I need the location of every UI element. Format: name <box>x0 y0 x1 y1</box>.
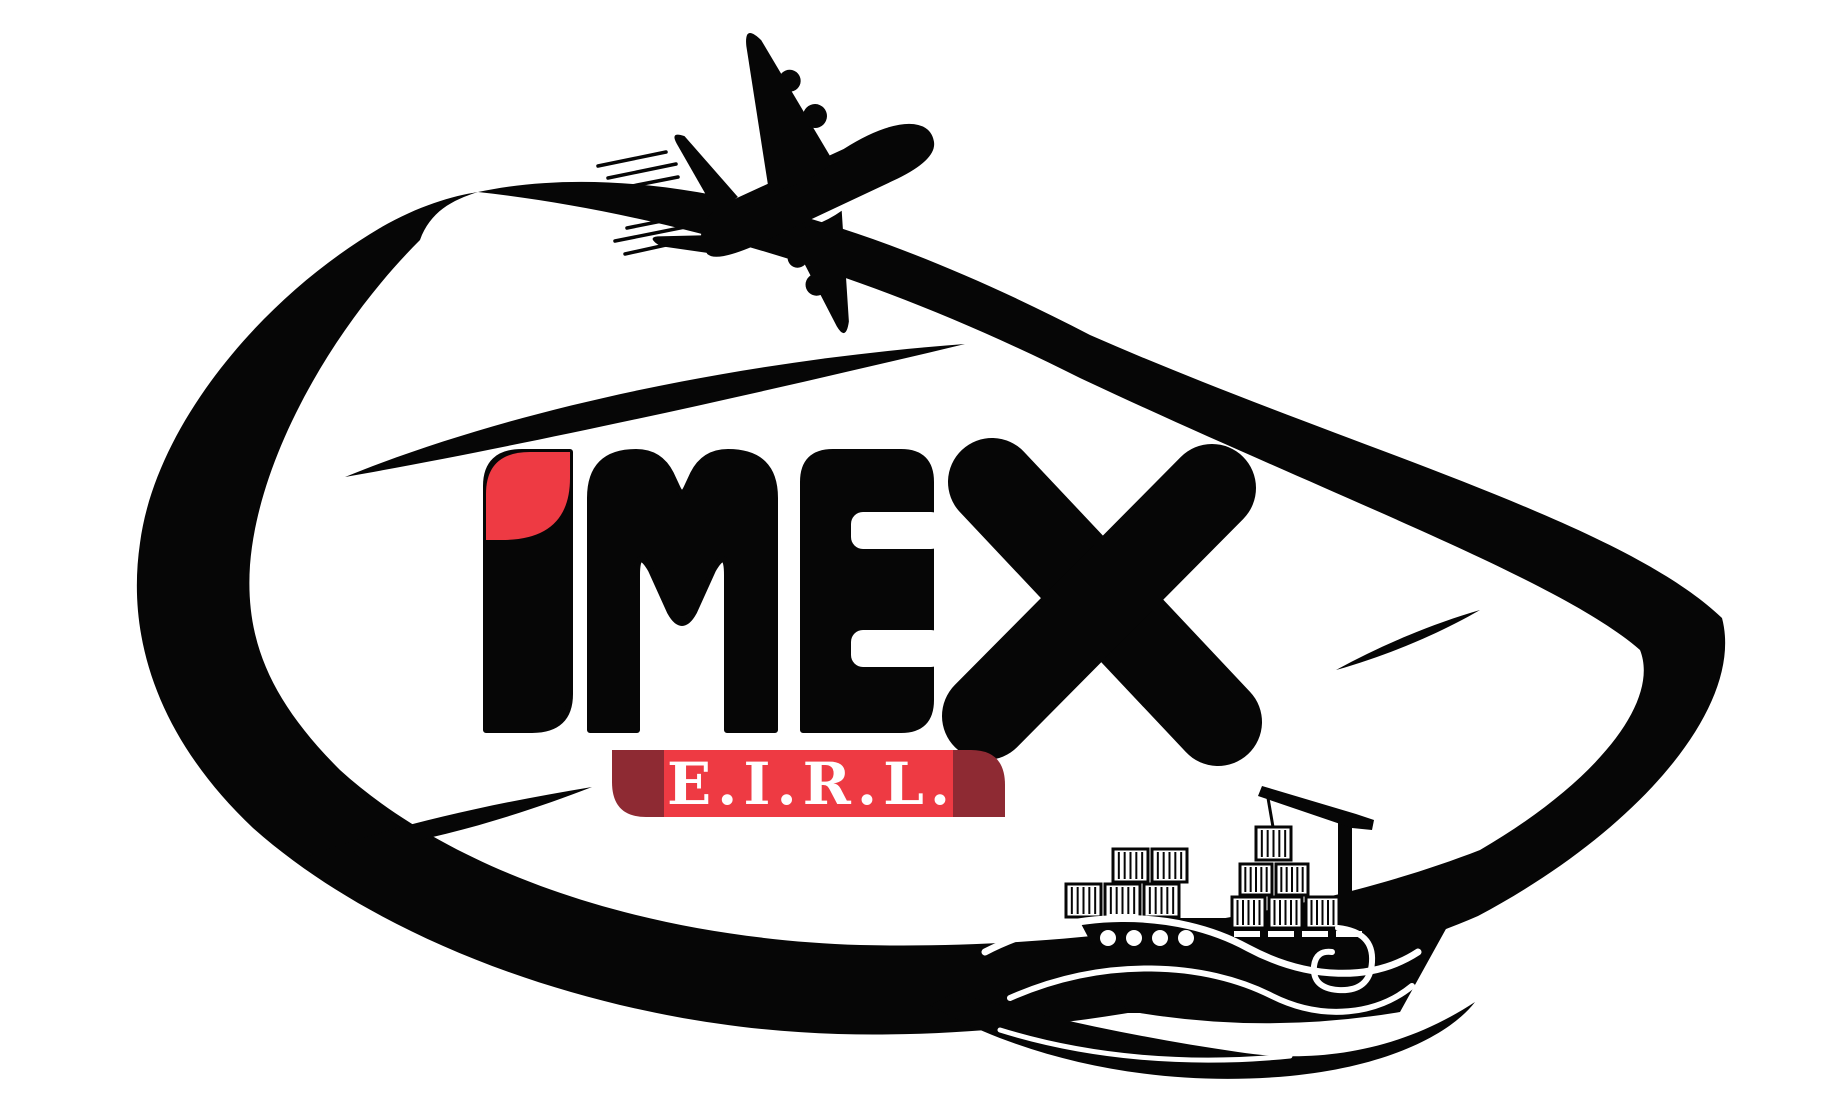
ship-portholes <box>1100 930 1194 946</box>
airplane-tail-fin <box>674 134 738 212</box>
engine-icon <box>778 69 801 92</box>
banner-cap-left <box>612 750 664 817</box>
airplane-body-group <box>652 33 935 333</box>
letter-x-stroke <box>942 444 1256 760</box>
airplane-wing-upper <box>746 33 834 192</box>
ship-crane <box>1258 786 1374 920</box>
letter-i-cap-red <box>486 452 570 540</box>
swoosh-accent-right <box>1336 610 1480 670</box>
sea-waves <box>930 915 1475 1079</box>
letter-x <box>942 438 1262 766</box>
letter-e-notch <box>851 512 943 549</box>
banner-cap-right <box>953 750 1005 817</box>
engine-icon <box>805 273 828 296</box>
wave-black-base <box>930 993 1475 1079</box>
wordmark-imex-glyphs <box>483 438 1262 766</box>
wave-curl <box>1310 925 1376 994</box>
airplane-tail-stabilizer <box>652 235 710 254</box>
subtitle-banner <box>612 750 1005 817</box>
wave-swirl <box>981 915 1422 977</box>
banner-middle <box>664 750 953 817</box>
letter-e <box>800 449 934 733</box>
wave-swirl <box>1007 965 1415 1015</box>
engine-icon <box>802 104 827 129</box>
crane-cable <box>1266 797 1275 828</box>
wave-accent <box>997 1027 1293 1063</box>
airplane-wing-lower <box>786 210 849 333</box>
ship-icon <box>930 786 1475 1079</box>
letter-m <box>587 449 778 733</box>
engine-icon <box>787 247 808 268</box>
letter-e-notch <box>851 630 943 667</box>
swoosh-accent-top <box>345 344 965 477</box>
crane-mast <box>1338 818 1352 920</box>
airplane-fuselage <box>701 123 935 257</box>
crane-boom <box>1258 786 1374 830</box>
airplane-icon <box>596 33 935 333</box>
ship-deck-dashes <box>1234 931 1362 937</box>
ship-containers <box>1064 825 1341 930</box>
orbit-swoosh <box>136 181 1726 1035</box>
ship-hull <box>1078 918 1452 1024</box>
swoosh-accent-bottom <box>308 787 592 856</box>
